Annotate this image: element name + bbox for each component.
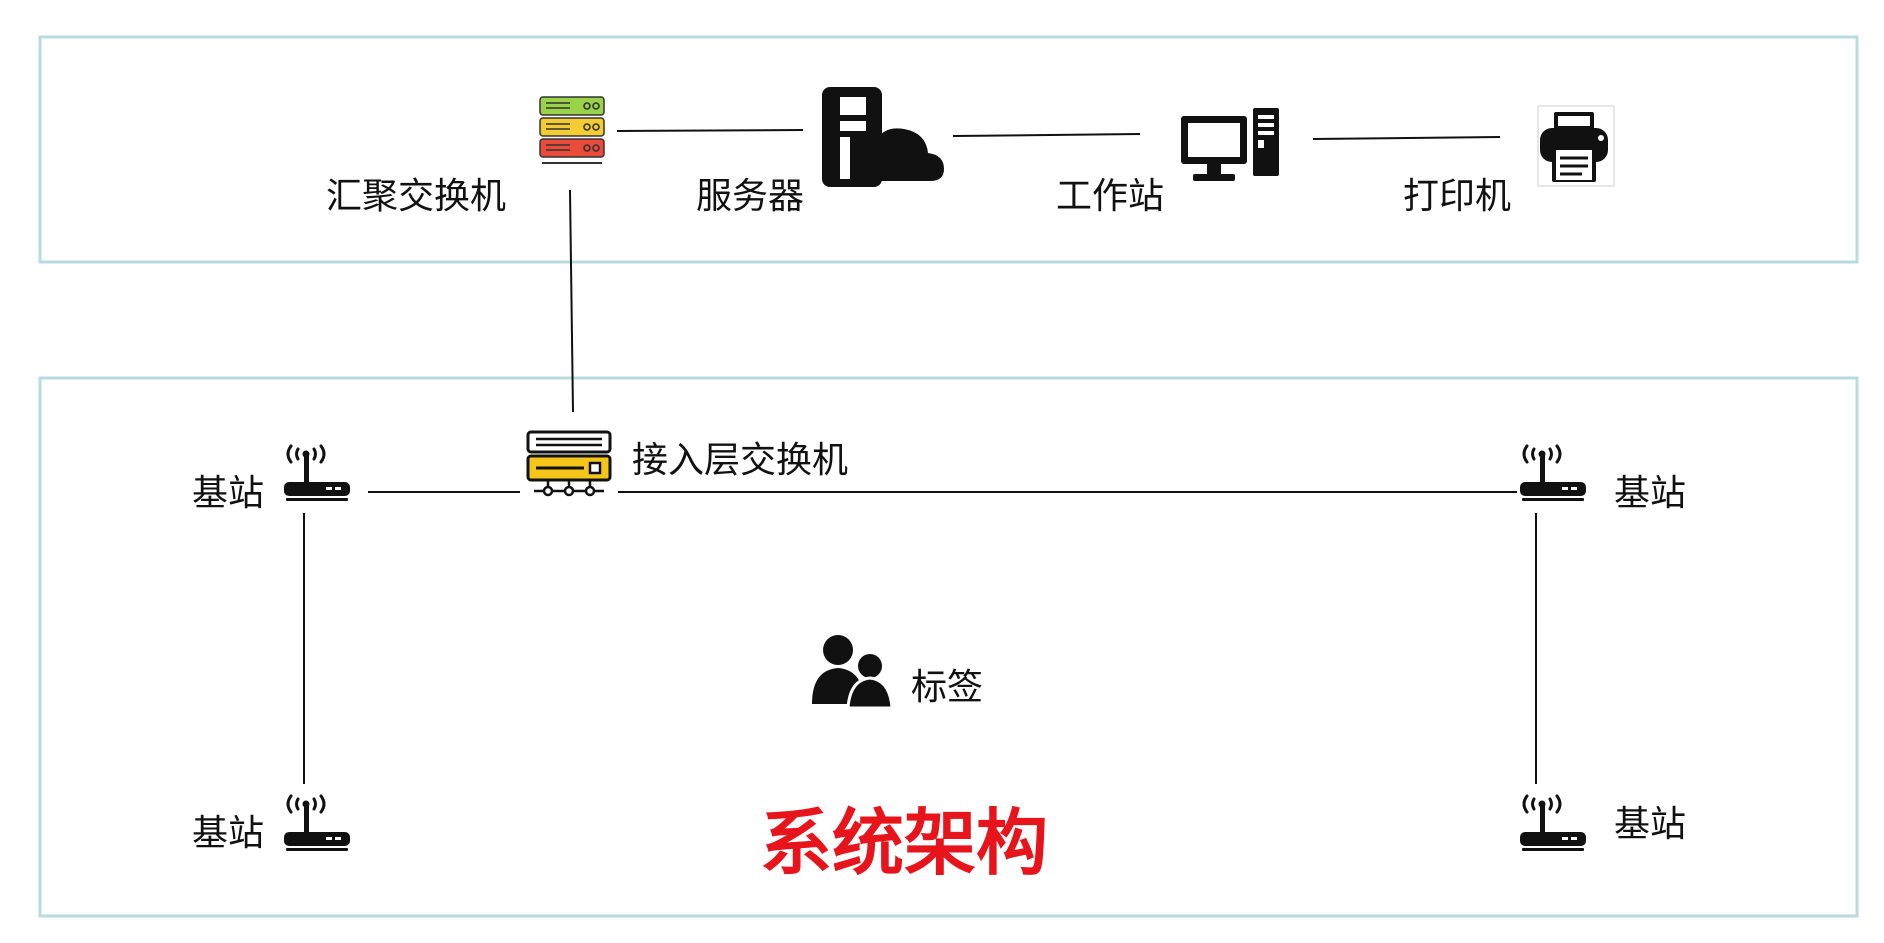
server-cloud-icon bbox=[822, 87, 944, 187]
base-station-icon bbox=[282, 444, 352, 503]
diagram-title: 系统架构 bbox=[760, 801, 1048, 885]
link-switch-server bbox=[616, 129, 804, 132]
aggregation-switch-icon bbox=[539, 96, 605, 164]
label-printer: 打印机 bbox=[1403, 176, 1511, 217]
base-station-icon bbox=[1518, 794, 1588, 853]
bottom-layer-frame bbox=[38, 376, 1859, 918]
base-station-icon bbox=[282, 794, 352, 853]
access-switch-icon bbox=[526, 430, 612, 497]
label-base-station-top-right: 基站 bbox=[1614, 473, 1686, 514]
link-server-workstation bbox=[952, 133, 1141, 137]
top-layer-frame bbox=[38, 35, 1859, 264]
people-tag-icon bbox=[812, 635, 894, 710]
label-workstation: 工作站 bbox=[1056, 176, 1164, 217]
label-server: 服务器 bbox=[696, 176, 804, 217]
link-workstation-printer bbox=[1312, 136, 1501, 140]
label-base-station-bottom-right: 基站 bbox=[1614, 804, 1686, 845]
label-tag: 标签 bbox=[911, 667, 983, 708]
printer-icon bbox=[1537, 105, 1615, 187]
workstation-computer-icon bbox=[1181, 108, 1279, 181]
label-aggregation-switch: 汇聚交换机 bbox=[326, 176, 506, 217]
connection-lines bbox=[303, 129, 1537, 784]
base-station-icon bbox=[1518, 444, 1588, 503]
label-base-station-top-left: 基站 bbox=[192, 473, 264, 514]
link-agg-access bbox=[569, 189, 574, 413]
label-base-station-bottom-left: 基站 bbox=[192, 813, 264, 854]
label-access-switch: 接入层交换机 bbox=[632, 440, 848, 481]
